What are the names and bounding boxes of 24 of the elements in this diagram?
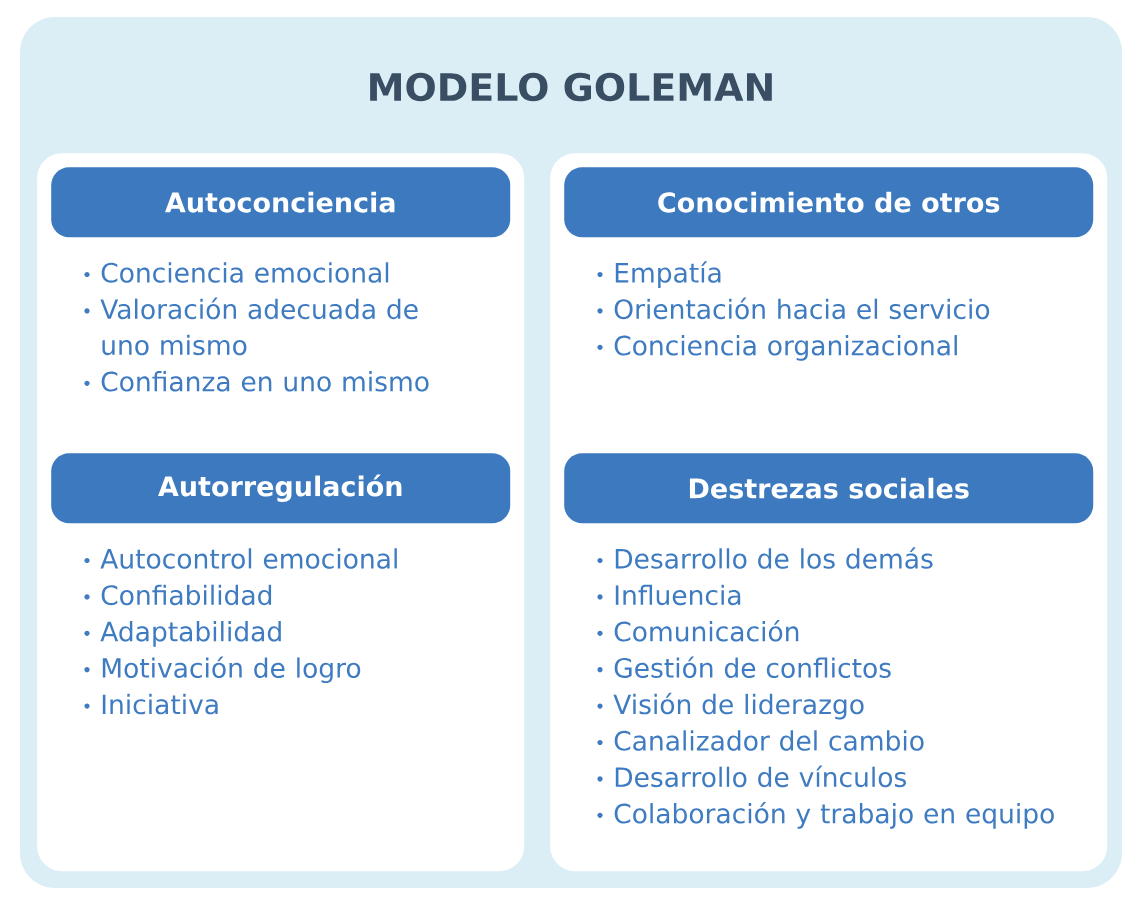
list-item: Conciencia emocional xyxy=(101,262,389,283)
list-item: Canalizador del cambio xyxy=(614,730,924,751)
list-item: Colaboración y trabajo en equipo xyxy=(614,802,1054,829)
list-item: Visión de liderazgo xyxy=(613,692,864,720)
list-item: Motivación de logro xyxy=(102,656,361,684)
list-item: Confianza en uno mismo xyxy=(101,371,429,392)
list-item: Comunicación xyxy=(614,620,799,642)
list-item: Desarrollo de los demás xyxy=(615,547,933,569)
list-item: Empatía xyxy=(615,261,721,288)
list-item: Desarrollo de vínculos xyxy=(615,765,906,788)
list-item: Adaptabilidad xyxy=(100,621,281,647)
header-pill: Destrezas sociales xyxy=(564,453,1094,524)
header-pill: Autoconciencia xyxy=(51,167,511,238)
list-item: Conciencia organizacional xyxy=(614,335,957,361)
list-item: Gestión de conflictos xyxy=(614,656,891,678)
list-item: Influencia xyxy=(615,584,741,606)
header-pill: Autorregulación xyxy=(51,453,511,524)
title: MODELO GOLEMAN xyxy=(370,72,772,102)
list-item: Valoración adecuada de uno mismo xyxy=(100,297,418,356)
list-item: Orientación hacia el servicio xyxy=(614,297,990,320)
list-item: Iniciativa xyxy=(102,693,218,715)
list-item: Autocontrol emocional xyxy=(100,548,397,569)
header-pill: Conocimiento de otros xyxy=(564,167,1094,238)
list-item: Confiabilidad xyxy=(101,584,272,606)
